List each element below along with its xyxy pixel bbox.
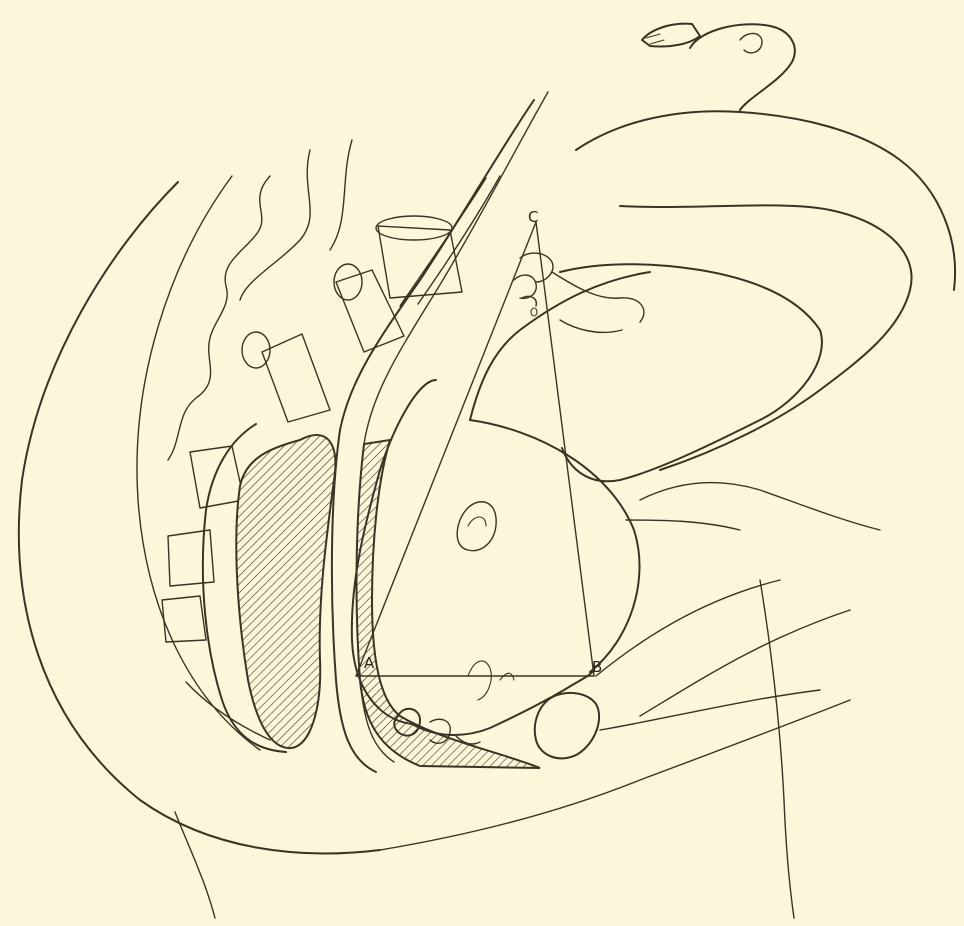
outer-body-contour: [19, 176, 850, 918]
pubic-symphysis: [535, 483, 880, 918]
fetus-head: [352, 380, 640, 744]
fetus-body: [470, 24, 955, 482]
point-a-label: A: [364, 654, 375, 672]
rectum-section: [203, 424, 336, 752]
point-c-label: C: [528, 208, 538, 226]
point-labels: A B C: [364, 208, 602, 676]
point-b-label: B: [592, 658, 602, 676]
